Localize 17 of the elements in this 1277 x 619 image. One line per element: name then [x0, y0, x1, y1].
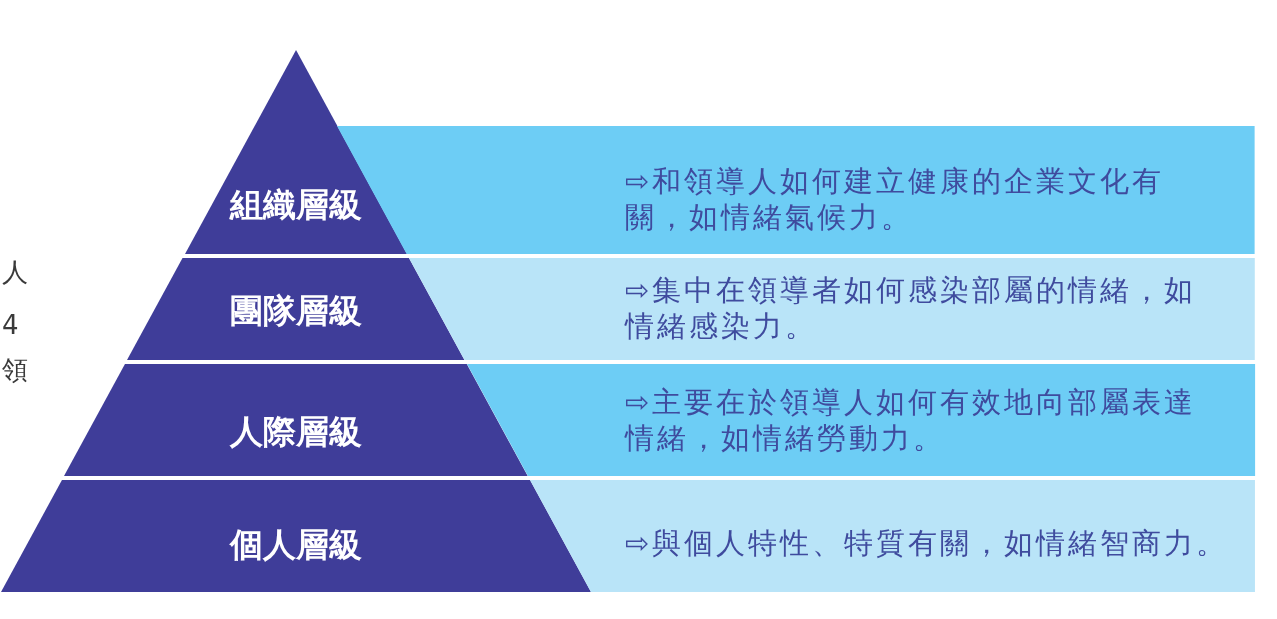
- band-text: ⇨與個人特性、特質有關，如情緒智商力。: [625, 525, 1230, 561]
- pyramid-tier: [1, 480, 591, 592]
- tier-label: 人際層級: [230, 412, 362, 452]
- description-band: [530, 480, 1255, 592]
- pyramid-tier: [127, 258, 465, 360]
- tier-label: 團隊層級: [230, 291, 362, 331]
- band-text: ⇨集中在領導者如何感染部屬的情緒，如情緒感染力。: [625, 272, 1198, 344]
- margin-text: 人: [2, 257, 28, 287]
- description-band: [466, 364, 1255, 476]
- margin-text: 領: [2, 355, 28, 385]
- band-text: ⇨主要在於領導人如何有效地向部屬表達情緒，如情緒勞動力。: [625, 384, 1198, 456]
- band-text: ⇨和領導人如何建立健康的企業文化有關，如情緒氣候力。: [625, 163, 1166, 235]
- margin-text: 4: [2, 310, 19, 340]
- pyramid-tier: [64, 364, 528, 476]
- description-band: [409, 258, 1255, 360]
- tier-label: 組織層級: [230, 185, 362, 225]
- tier-label: 個人層級: [230, 525, 362, 565]
